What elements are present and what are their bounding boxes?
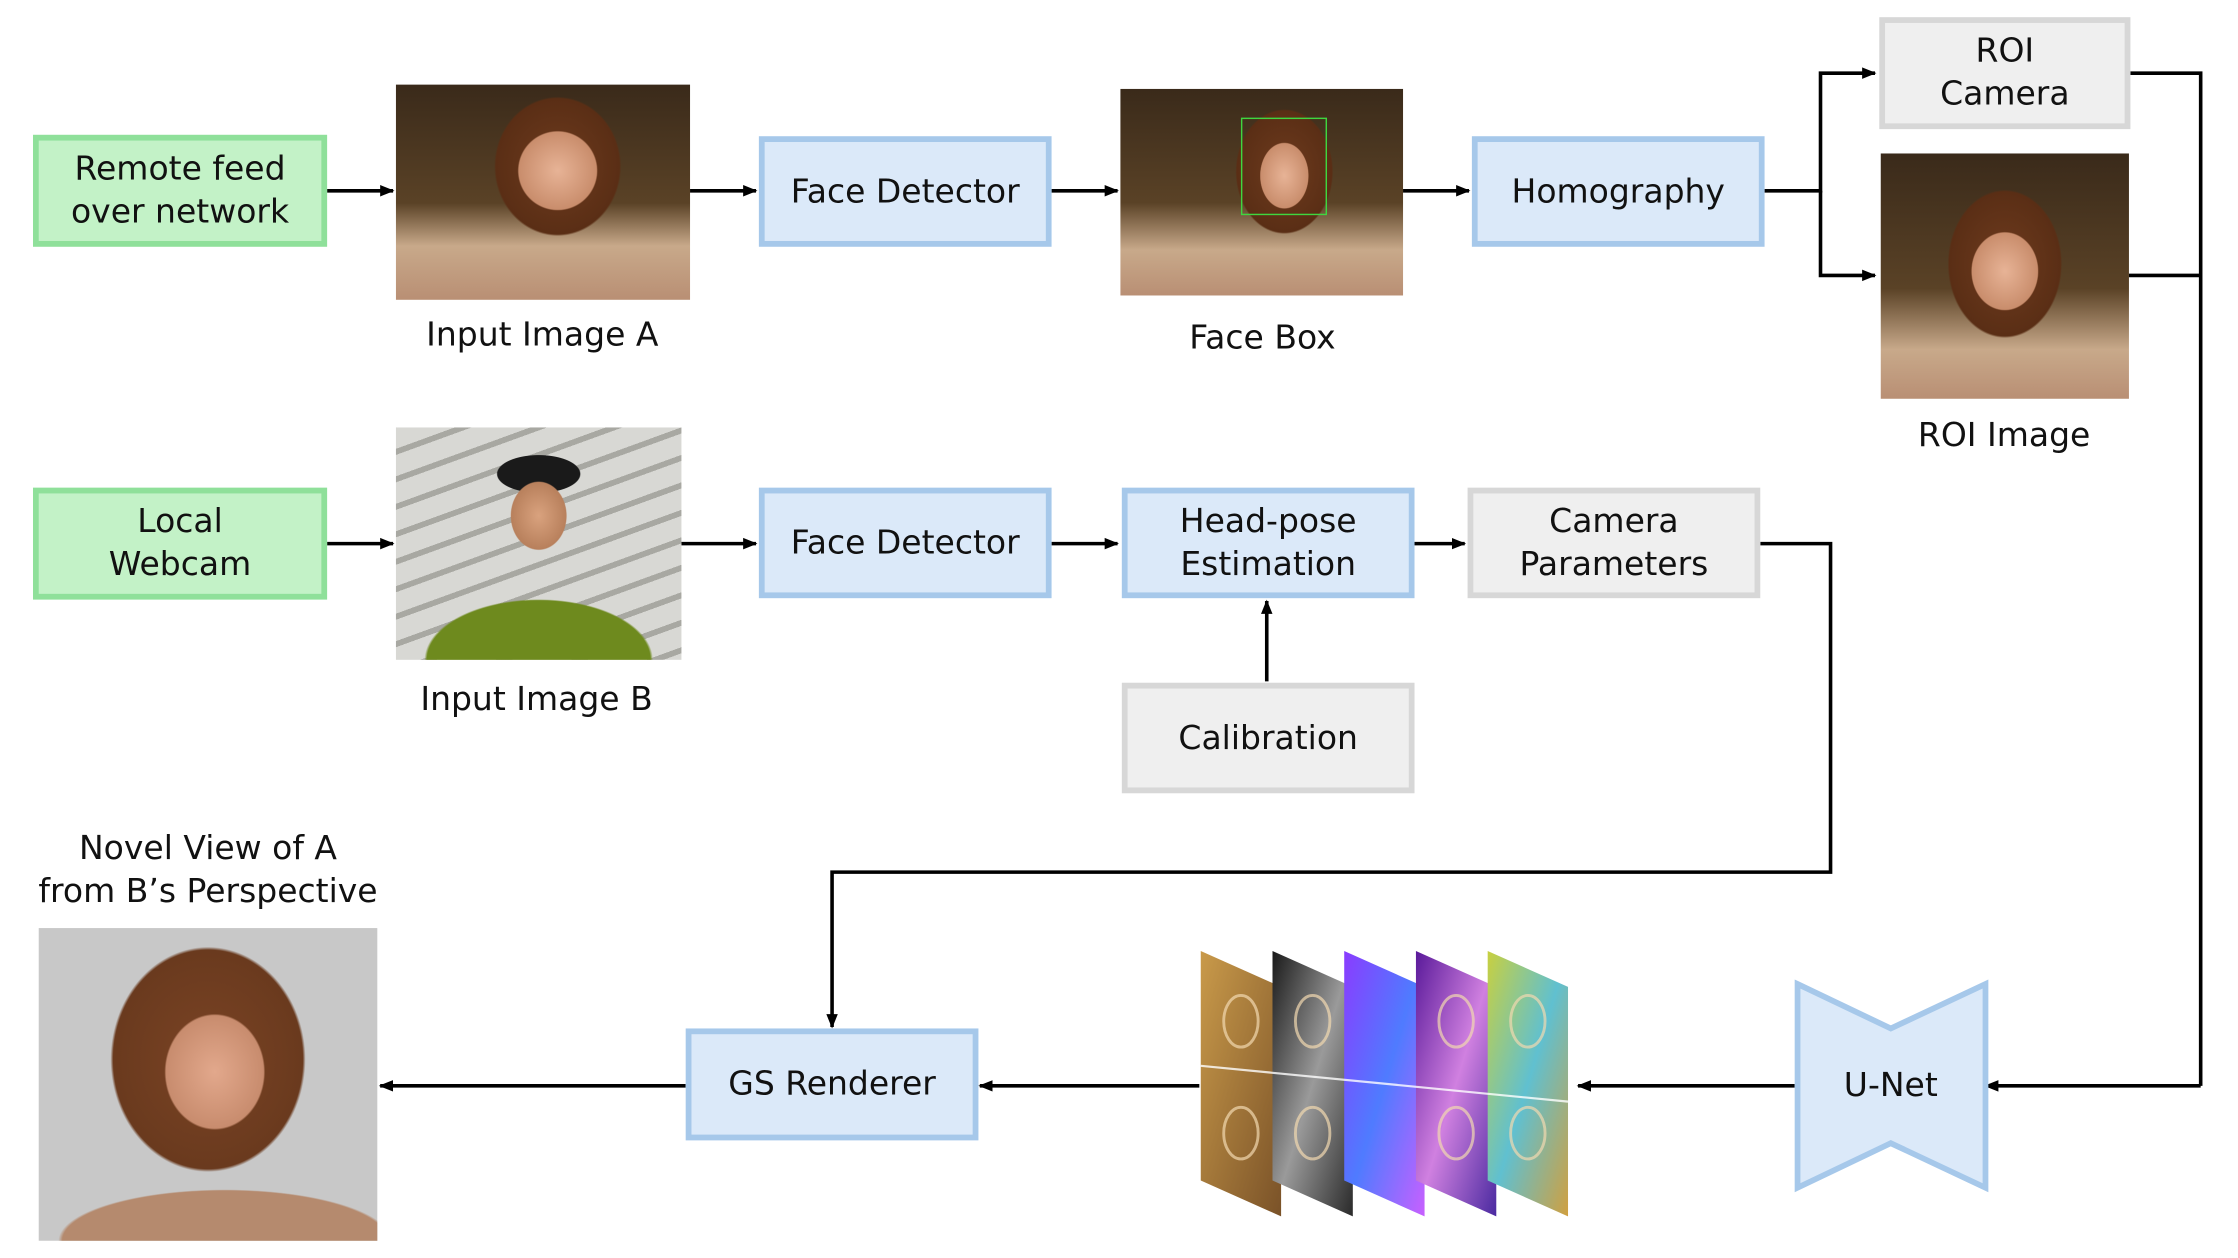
camera-parameters-node: Camera Parameters bbox=[1467, 487, 1761, 599]
feature-tile-color bbox=[1200, 951, 1282, 1217]
camera-parameters-line2: Parameters bbox=[1519, 545, 1709, 584]
remote-feed-line2: over network bbox=[70, 193, 290, 231]
feature-tile-gray bbox=[1272, 951, 1353, 1217]
homography-node: Homography bbox=[1471, 136, 1765, 247]
calibration-node: Calibration bbox=[1121, 682, 1415, 794]
caption-input-a: Input Image A bbox=[426, 317, 659, 355]
roi-camera-line2: Camera bbox=[1940, 76, 2070, 114]
face-detector-top-label: Face Detector bbox=[790, 172, 1020, 211]
calibration-label: Calibration bbox=[1178, 719, 1358, 757]
head-pose-node: Head-pose Estimation bbox=[1121, 487, 1415, 599]
input-image-a bbox=[395, 84, 691, 300]
remote-feed-line1: Remote feed bbox=[74, 150, 286, 188]
unet-shape bbox=[1794, 979, 1989, 1193]
arrow-camparams-to-renderer bbox=[826, 541, 1833, 1029]
caption-roi-image: ROI Image bbox=[1917, 417, 2091, 455]
arrow-homography-to-roi-camera bbox=[1764, 67, 1877, 193]
camera-parameters-line1: Camera bbox=[1549, 502, 1679, 541]
caption-input-b: Input Image B bbox=[420, 681, 653, 719]
feature-map-stack bbox=[1200, 951, 1569, 1217]
caption-novel-view-line1: Novel View of A bbox=[79, 830, 338, 868]
gs-renderer-label: GS Renderer bbox=[728, 1065, 936, 1104]
face-detector-bottom-node: Face Detector bbox=[758, 487, 1052, 599]
local-webcam-node: Local Webcam bbox=[32, 487, 328, 600]
local-webcam-line1: Local bbox=[137, 503, 223, 541]
remote-feed-node: Remote feed over network bbox=[32, 134, 328, 247]
gs-renderer-node: GS Renderer bbox=[685, 1028, 979, 1141]
arrow-homography-to-roi-image bbox=[1818, 190, 1877, 282]
face-bounding-box bbox=[1240, 117, 1328, 216]
unet-label: U-Net bbox=[1843, 1067, 1938, 1105]
roi-camera-node: ROI Camera bbox=[1879, 17, 2131, 130]
feature-tile-yellow bbox=[1487, 951, 1569, 1217]
input-image-b bbox=[395, 427, 682, 660]
line-roi-camera-right bbox=[2130, 71, 2203, 1086]
roi-camera-line1: ROI bbox=[1975, 32, 2035, 71]
local-webcam-line2: Webcam bbox=[108, 546, 252, 584]
roi-image bbox=[1880, 153, 2129, 399]
head-pose-line2: Estimation bbox=[1180, 545, 1357, 584]
homography-label: Homography bbox=[1511, 172, 1725, 211]
feature-tile-purple bbox=[1415, 951, 1497, 1217]
head-pose-line1: Head-pose bbox=[1179, 502, 1357, 541]
caption-face-box: Face Box bbox=[1189, 319, 1336, 358]
face-detector-top-node: Face Detector bbox=[758, 136, 1052, 247]
novel-view-image bbox=[38, 928, 378, 1241]
caption-novel-view-line2: from B’s Perspective bbox=[38, 873, 378, 911]
face-detector-bottom-label: Face Detector bbox=[790, 524, 1020, 562]
face-box-image bbox=[1120, 88, 1404, 296]
